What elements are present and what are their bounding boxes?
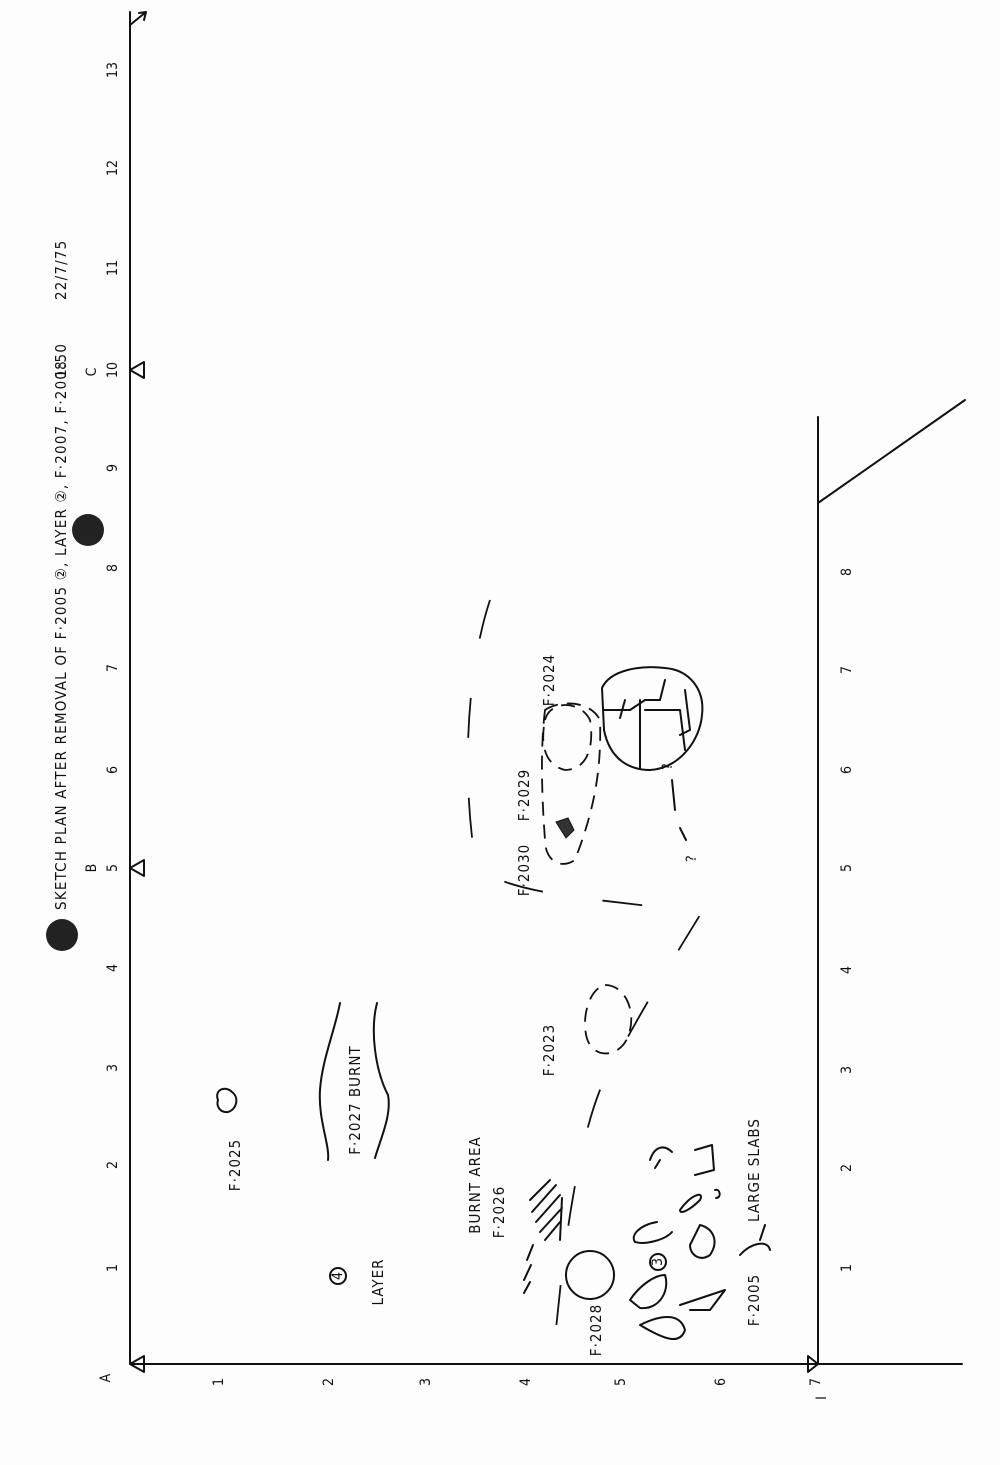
trench-edge-diagonal <box>817 399 966 504</box>
tick-label: 8 <box>105 564 121 572</box>
station-marker-c <box>129 361 145 379</box>
station-marker-bottom <box>807 1355 819 1373</box>
tick-label: 3 <box>839 1066 855 1074</box>
label-f2028: F·2028 <box>587 1304 605 1356</box>
tick-label: 6 <box>839 766 855 774</box>
layer4-circle <box>329 1267 347 1285</box>
f2028-pit <box>565 1250 615 1300</box>
f2029-f2030-outline <box>541 702 602 865</box>
f2029-pit <box>542 704 593 771</box>
f2026-hatching <box>523 1179 563 1294</box>
station-marker-b <box>129 859 145 877</box>
label-f2005: F·2005 <box>745 1274 763 1326</box>
query-mark: ? <box>684 855 700 862</box>
tick-label: 3 <box>105 1064 121 1072</box>
f2023-pit <box>584 984 633 1055</box>
tick-label: 1 <box>105 1264 121 1272</box>
label-f2027: F·2027 BURNT <box>346 1045 364 1155</box>
tick-label: 12 <box>105 160 121 176</box>
redaction-mark <box>72 514 104 546</box>
tick-label: 8 <box>839 568 855 576</box>
redaction-mark <box>46 919 78 951</box>
f2027-burnt-edge <box>372 1002 390 1159</box>
tick-label: 6 <box>105 766 121 774</box>
f2025-pit <box>216 1087 238 1114</box>
station-label-b: B <box>84 864 100 873</box>
tick-label: 7 <box>839 666 855 674</box>
north-arrow-icon <box>129 11 147 26</box>
label-layer: LAYER <box>369 1258 387 1305</box>
tick-label: 13 <box>105 62 121 78</box>
tick-label: 5 <box>105 864 121 872</box>
label-burnt-area: BURNT AREA <box>466 1136 484 1234</box>
label-f2025: F·2025 <box>226 1139 244 1191</box>
top-axis: 13 12 11 10 9 8 7 6 5 4 3 2 1 A B C <box>84 62 121 1382</box>
tick-label: 4 <box>839 966 855 974</box>
f2024-stone-cluster <box>601 666 704 771</box>
label-large-slabs: LARGE SLABS <box>745 1118 763 1222</box>
tick-label: 1 <box>839 1264 855 1272</box>
f2027-burnt-edge <box>318 1002 341 1161</box>
label-f2029: F·2029 <box>515 769 533 821</box>
layer4-marker: 4 <box>330 1272 346 1280</box>
tick-label: 5 <box>839 864 855 872</box>
bottom-axis: 8 7 6 5 4 3 2 1 <box>839 568 855 1272</box>
corner-label: I <box>814 1396 830 1400</box>
tick-label: 1 <box>211 1378 227 1386</box>
label-f2024: F·2024 <box>540 654 558 706</box>
plan-scale: 1:50 <box>52 343 70 378</box>
left-axis: 1 2 3 4 5 6 7 I <box>211 1378 830 1400</box>
tick-label: 2 <box>321 1378 337 1386</box>
plan-title: SKETCH PLAN AFTER REMOVAL OF F·2005 ②, L… <box>52 360 70 910</box>
tick-label: 4 <box>518 1378 534 1386</box>
tick-label: 11 <box>105 260 121 276</box>
tick-label: 10 <box>105 362 121 378</box>
station-label-a: A <box>98 1373 114 1382</box>
station-label-c: C <box>84 367 100 376</box>
layer3-marker: 3 <box>650 1258 666 1266</box>
tick-label: 2 <box>105 1161 121 1169</box>
label-f2026: F·2026 <box>490 1186 508 1238</box>
tick-label: 2 <box>839 1164 855 1172</box>
edge-line <box>671 779 687 841</box>
label-f2030: F·2030 <box>515 844 533 896</box>
tick-label: 7 <box>808 1378 824 1386</box>
tick-label: 9 <box>105 464 121 472</box>
plan-date: 22/7/75 <box>52 240 70 300</box>
layer3-circle <box>649 1253 667 1271</box>
large-slabs <box>629 1144 771 1340</box>
tick-label: 3 <box>418 1378 434 1386</box>
tick-label: 6 <box>713 1378 729 1386</box>
hatched-stone <box>555 817 575 839</box>
tick-label: 7 <box>105 664 121 672</box>
station-marker-a <box>129 1355 145 1373</box>
label-f2023: F·2023 <box>540 1024 558 1076</box>
query-mark: ? <box>660 763 676 770</box>
tick-label: 4 <box>105 964 121 972</box>
tick-label: 5 <box>613 1378 629 1386</box>
